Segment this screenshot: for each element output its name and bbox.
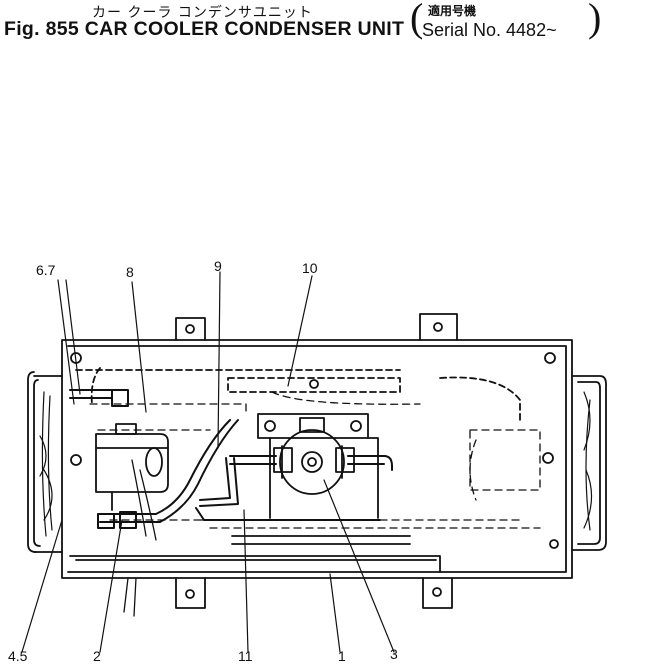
- receiver-dryer: [95, 423, 169, 511]
- serial-number-label: Serial No. 4482~: [422, 20, 557, 40]
- top-mounting-brackets: [175, 313, 458, 341]
- right-fan-guard: [571, 375, 607, 551]
- callout-1: 1: [338, 648, 346, 664]
- callout-6-7: 6.7: [36, 262, 56, 278]
- figure-title: Fig. 855 CAR COOLER CONDENSER UNIT: [4, 18, 405, 40]
- bottom-mounting-brackets: [175, 577, 453, 609]
- callout-4-5: 4.5: [8, 648, 28, 664]
- japanese-title: カー クーラ コンデンサユニット: [92, 5, 313, 21]
- close-paren: ): [588, 0, 602, 40]
- bottom-plate: [69, 535, 441, 573]
- corner-bolts: [70, 352, 559, 549]
- wire-harness: [123, 459, 157, 617]
- serial-japanese-label: 適用号機: [428, 4, 477, 18]
- callout-3: 3: [390, 646, 398, 662]
- top-channel: [75, 367, 521, 421]
- left-fan-guard: [27, 371, 53, 553]
- callout-8: 8: [126, 264, 134, 280]
- condenser-housing: [33, 339, 573, 579]
- callout-9: 9: [214, 258, 222, 274]
- callout-10: 10: [302, 260, 318, 276]
- callout-11: 11: [238, 648, 253, 664]
- callout-leaders: [21, 271, 395, 653]
- open-paren: (: [410, 0, 424, 40]
- callout-2: 2: [93, 648, 101, 664]
- motor-assembly: [257, 413, 379, 519]
